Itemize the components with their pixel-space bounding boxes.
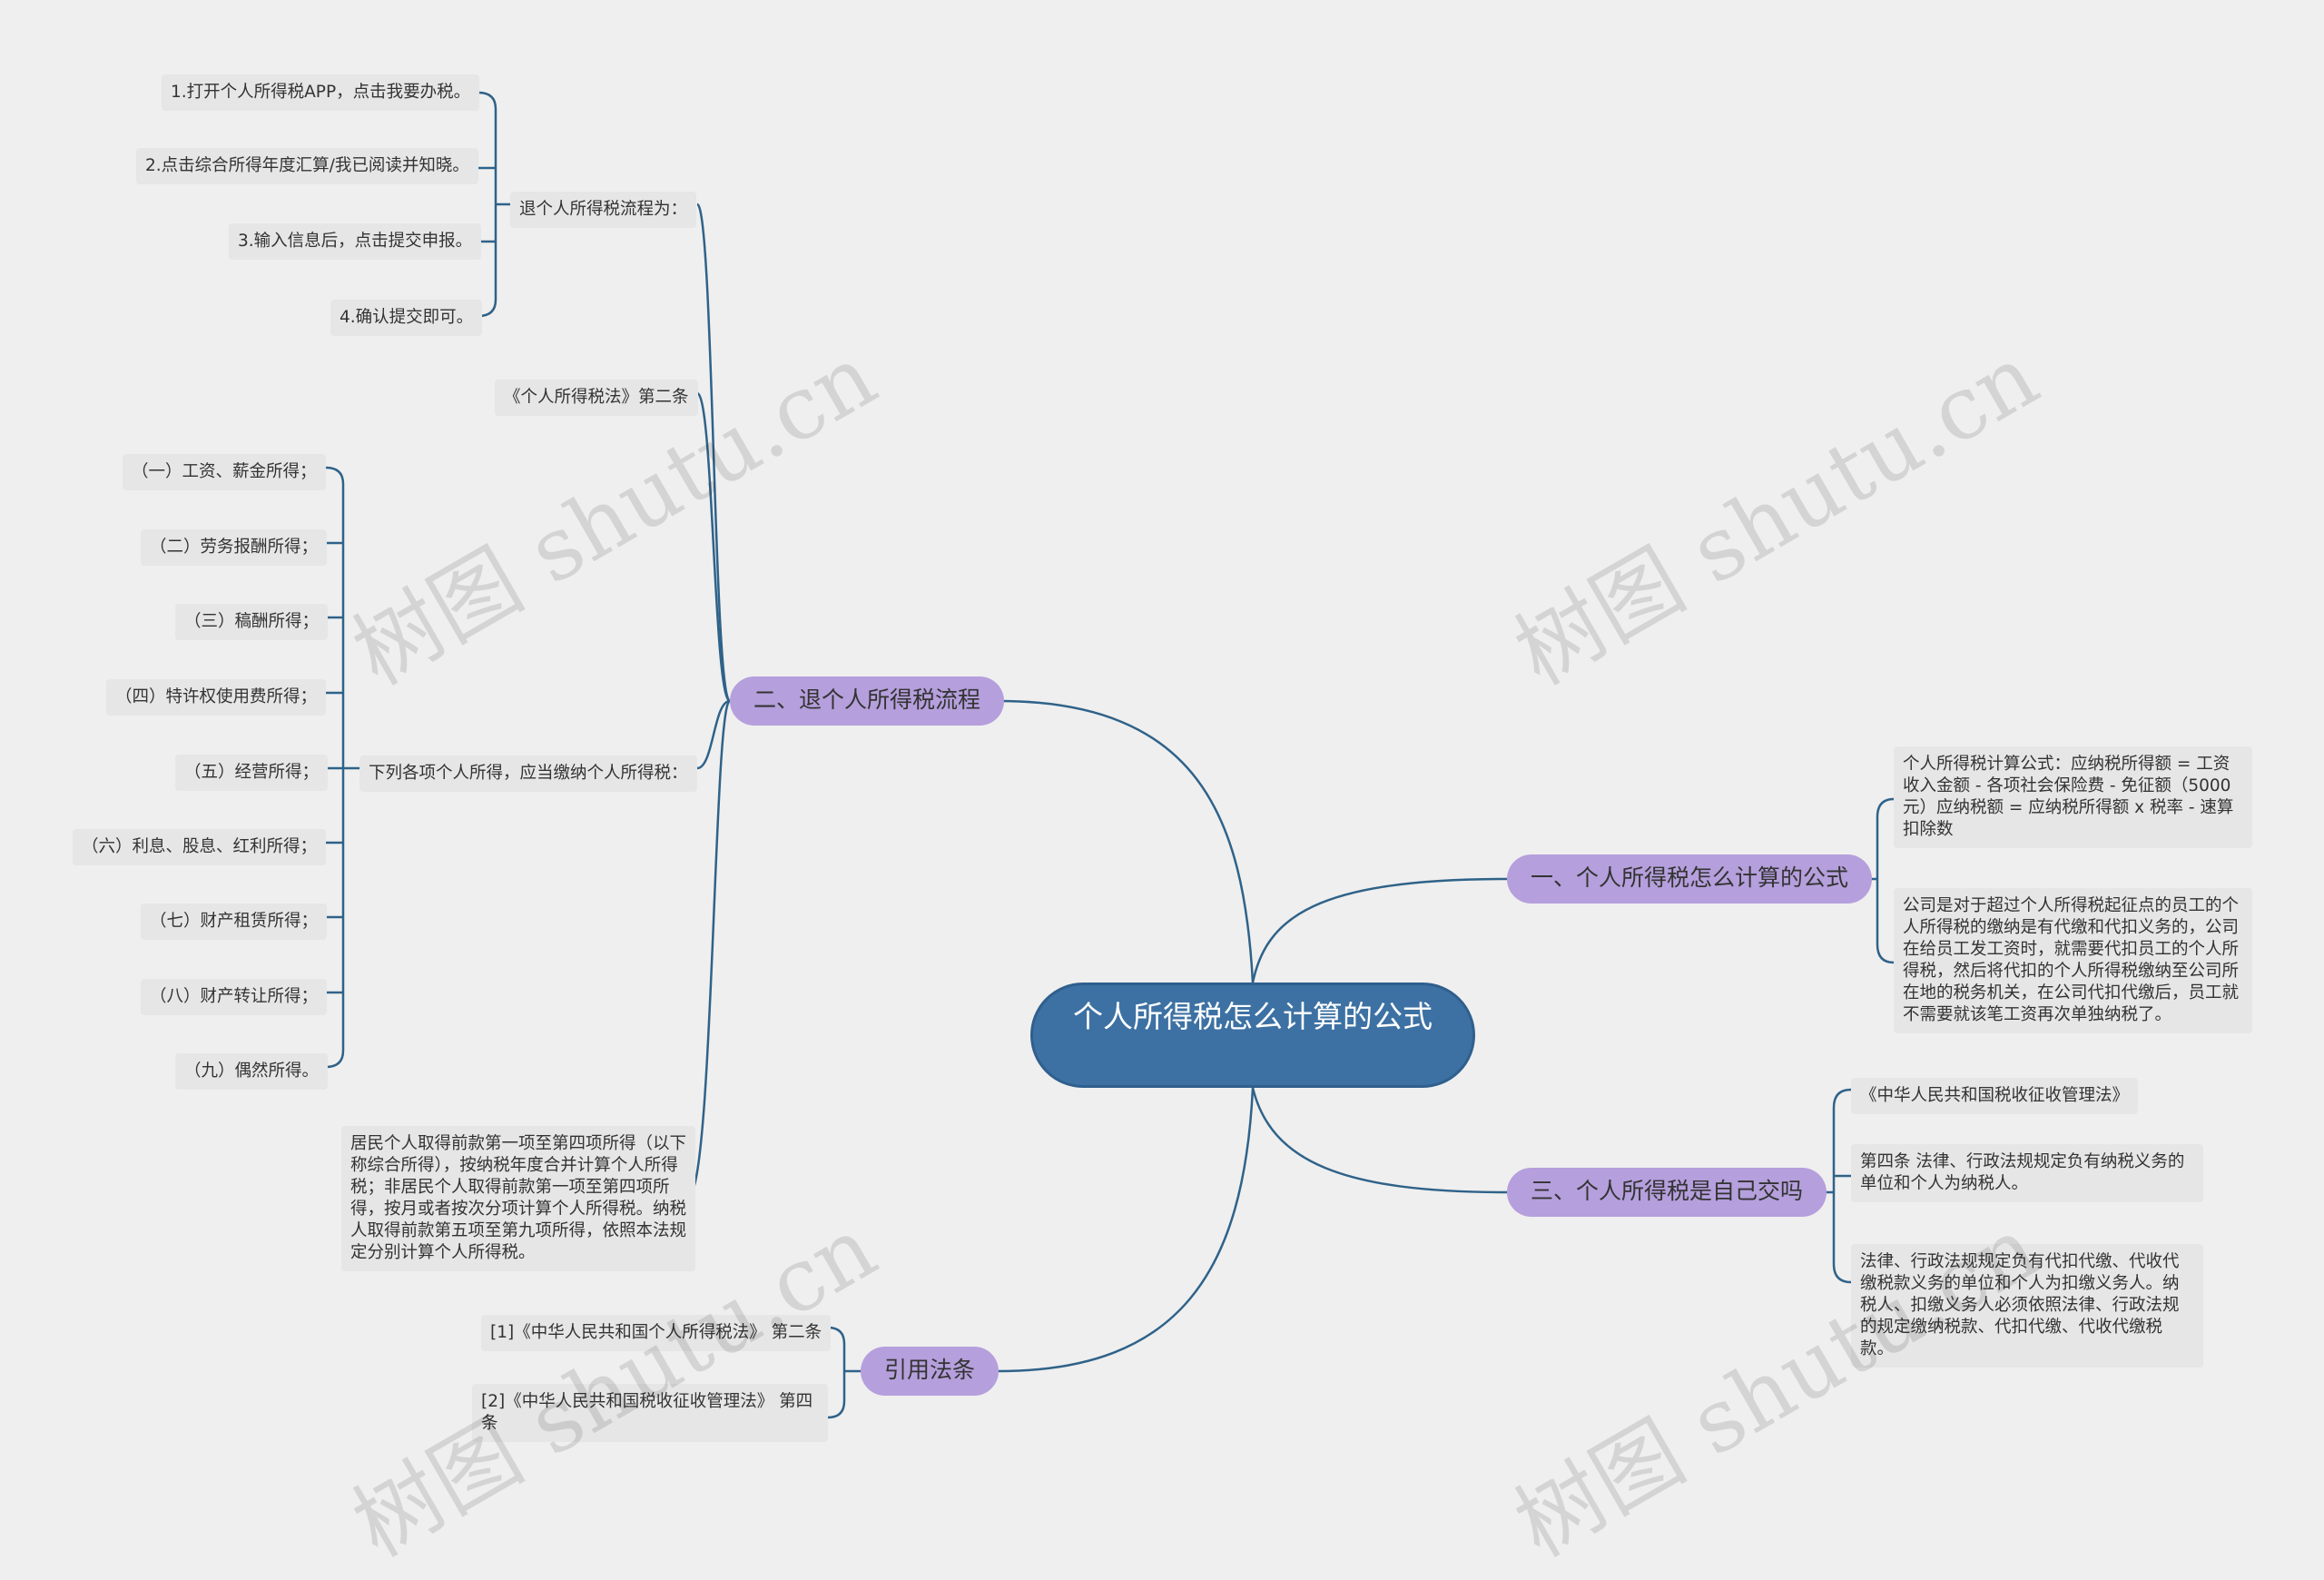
income-item[interactable]: （五）经营所得； — [175, 755, 329, 791]
law-title-leaf[interactable]: 《中华人民共和国税收征收管理法》 — [1851, 1078, 2139, 1114]
income-item[interactable]: （三）稿酬所得； — [175, 604, 329, 640]
income-item[interactable]: （八）财产转让所得； — [141, 979, 328, 1015]
citation-item[interactable]: [1]《中华人民共和国个人所得税法》 第二条 — [481, 1315, 832, 1351]
income-item[interactable]: （四）特许权使用费所得； — [106, 679, 327, 716]
link-b2-lawref — [695, 391, 732, 703]
process-step[interactable]: 3.输入信息后，点击提交申报。 — [229, 223, 482, 260]
article-four-leaf[interactable]: 第四条 法律、行政法规规定负有纳税义务的单位和个人为纳税人。 — [1851, 1144, 2203, 1202]
bracket-b1 — [1876, 797, 1895, 964]
link-root-b1 — [1251, 877, 1508, 983]
withholding-leaf[interactable]: 公司是对于超过个人所得税起征点的员工的个人所得税的缴纳是有代缴和代扣义务的，公司… — [1894, 888, 2252, 1033]
link-b2-income — [696, 699, 731, 770]
process-title[interactable]: 退个人所得税流程为： — [510, 192, 697, 228]
branch-citations[interactable]: 引用法条 — [861, 1347, 1000, 1396]
citation-item[interactable]: [2]《中华人民共和国税收征收管理法》 第四条 — [472, 1384, 828, 1442]
income-item[interactable]: （九）偶然所得。 — [175, 1053, 329, 1090]
process-step[interactable]: 1.打开个人所得税APP，点击我要办税。 — [162, 74, 480, 111]
law-reference[interactable]: 《个人所得税法》第二条 — [495, 380, 698, 416]
branch-calc-formula[interactable]: 一、个人所得税怎么计算的公式 — [1507, 854, 1873, 904]
bracket-b4 — [827, 1326, 846, 1419]
process-step[interactable]: 2.点击综合所得年度汇算/我已阅读并知晓。 — [136, 148, 478, 184]
bracket-b3 — [1832, 1088, 1852, 1284]
link-root-b3 — [1251, 1087, 1508, 1194]
branch-refund-process[interactable]: 二、退个人所得税流程 — [730, 676, 1005, 726]
formula-leaf[interactable]: 个人所得税计算公式：应纳税所得额 = 工资收入金额 - 各项社会保险费 - 免征… — [1894, 746, 2252, 848]
income-item[interactable]: （二）劳务报酬所得； — [141, 529, 328, 566]
resident-note[interactable]: 居民个人取得前款第一项至第四项所得（以下称综合所得），按纳税年度合并计算个人所得… — [341, 1126, 695, 1271]
income-title[interactable]: 下列各项个人所得，应当缴纳个人所得税： — [359, 755, 697, 792]
mindmap-canvas: 个人所得税怎么计算的公式 二、退个人所得税流程 退个人所得税流程为： 1.打开个… — [73, 74, 2252, 1577]
process-step[interactable]: 4.确认提交即可。 — [330, 300, 483, 336]
link-root-b4 — [998, 1087, 1255, 1373]
branch-self-pay[interactable]: 三、个人所得税是自己交吗 — [1507, 1168, 1827, 1217]
link-b2-process — [695, 202, 732, 703]
root-topic[interactable]: 个人所得税怎么计算的公式 — [1030, 983, 1475, 1088]
income-item[interactable]: （七）财产租赁所得； — [141, 904, 328, 940]
withholding-agent-leaf[interactable]: 法律、行政法规规定负有代扣代缴、代收代缴税款义务的单位和个人为扣缴义务人。纳税人… — [1851, 1244, 2203, 1368]
income-item[interactable]: （六）利息、股息、红利所得； — [73, 829, 327, 865]
link-root-b2 — [998, 699, 1255, 983]
bracket-process — [478, 91, 497, 318]
link-b2-note — [686, 699, 732, 1199]
income-item[interactable]: （一）工资、薪金所得； — [123, 454, 326, 490]
